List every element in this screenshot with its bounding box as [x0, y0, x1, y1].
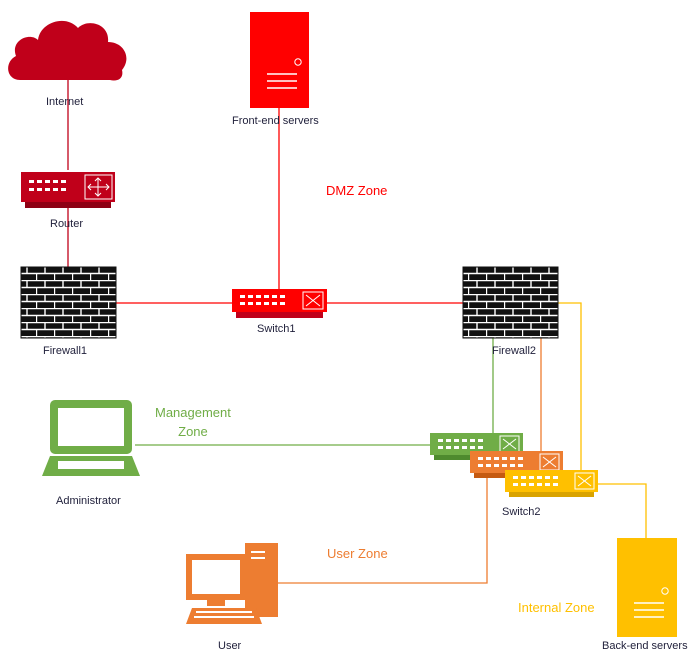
desktop-icon: [186, 543, 278, 624]
internet-label: Internet: [46, 96, 84, 108]
laptop-icon: [42, 400, 140, 476]
router-label: Router: [50, 218, 84, 230]
user-label: User: [218, 640, 242, 652]
cloud-icon: [8, 20, 127, 81]
administrator-label: Administrator: [56, 495, 121, 507]
switch-icon: [232, 289, 327, 318]
user-zone-label: User Zone: [327, 546, 388, 561]
back-end-servers-label: Back-end servers: [602, 640, 688, 652]
switch-icon: [505, 470, 598, 497]
link-switch2-backend: [598, 483, 647, 540]
management-zone-label: Management Zone: [155, 405, 231, 439]
server-icon: [250, 12, 309, 108]
switch1-label: Switch1: [257, 323, 296, 335]
front-end-servers-label: Front-end servers: [232, 115, 319, 127]
firewall1-label: Firewall1: [43, 345, 88, 357]
link-user-switch2: [265, 475, 488, 584]
router-icon: [21, 172, 115, 208]
server-icon: [617, 538, 677, 637]
firewall-icon: [20, 266, 117, 339]
connections: [67, 80, 647, 584]
link-firewall2-switch2-internal: [558, 302, 582, 470]
firewall2-label: Firewall2: [492, 345, 537, 357]
switch2-label: Switch2: [502, 506, 541, 518]
dmz-zone-label: DMZ Zone: [326, 183, 388, 198]
firewall-icon: [462, 266, 559, 339]
internal-zone-label: Internal Zone: [518, 600, 595, 615]
